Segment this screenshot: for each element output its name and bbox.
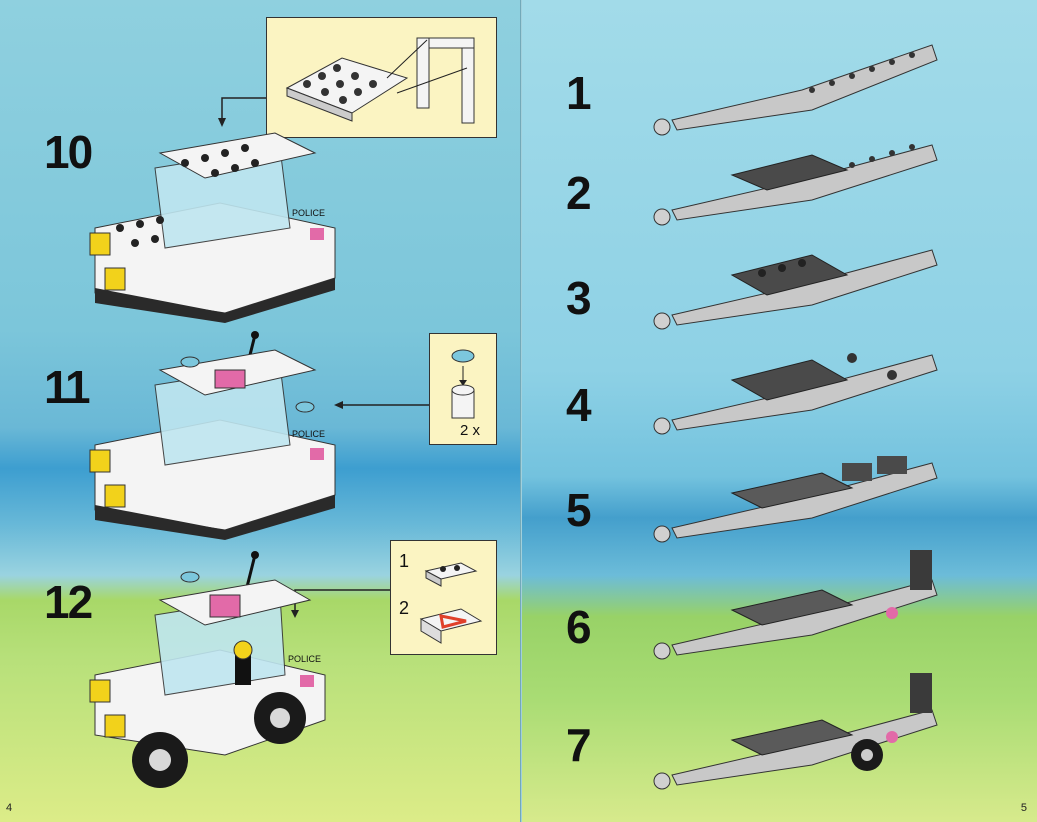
step-number-12: 12 [44, 576, 93, 628]
right-page: 1 2 3 4 5 6 7 [522, 0, 1037, 822]
step-number-5: 5 [566, 484, 592, 536]
callout-arrow-step-11 [334, 401, 429, 409]
trailer-step-7 [653, 673, 938, 790]
callout-illustration-step-11 [451, 349, 475, 419]
trailer-step-4 [653, 353, 938, 435]
step-number-3: 3 [566, 272, 592, 324]
step-number-4: 4 [566, 379, 592, 431]
callout-illustration-step-12 [419, 562, 483, 644]
callout-arrow-step-12 [291, 589, 390, 618]
callout-item-2-label: 2 [399, 598, 410, 618]
vehicle-label-step-12: POLICE [288, 654, 321, 664]
trailer-step-5 [653, 456, 938, 543]
step-number-11: 11 [44, 361, 91, 413]
police-car-step-11: POLICE [89, 331, 336, 540]
step-number-1: 1 [566, 67, 592, 119]
page-number-left: 4 [6, 802, 13, 814]
trailer-step-1 [653, 44, 938, 136]
trailer-step-6 [653, 550, 938, 660]
step-number-6: 6 [566, 601, 592, 653]
police-car-step-10: POLICE [89, 132, 336, 323]
callout-box-step-12: 1 2 [390, 540, 497, 655]
callout-box-step-11: 2 x [429, 333, 497, 445]
step-number-7: 7 [566, 719, 592, 771]
trailer-step-2 [653, 144, 938, 226]
police-car-step-12: POLICE [89, 551, 326, 788]
vehicle-label-step-10: POLICE [292, 208, 325, 218]
step-number-10: 10 [44, 126, 93, 178]
vehicle-label-step-11: POLICE [292, 429, 325, 439]
trailer-step-3 [653, 249, 938, 330]
callout-item-1-label: 1 [399, 551, 410, 571]
left-page: 10 POLICE 11 [0, 0, 522, 822]
step-number-2: 2 [566, 167, 592, 219]
page-number-right: 5 [1020, 802, 1027, 814]
callout-illustration-step-10 [285, 37, 475, 124]
callout-box-step-10 [266, 17, 497, 138]
callout-quantity-step-11: 2 x [460, 422, 481, 439]
callout-arrow-step-10 [218, 97, 266, 127]
